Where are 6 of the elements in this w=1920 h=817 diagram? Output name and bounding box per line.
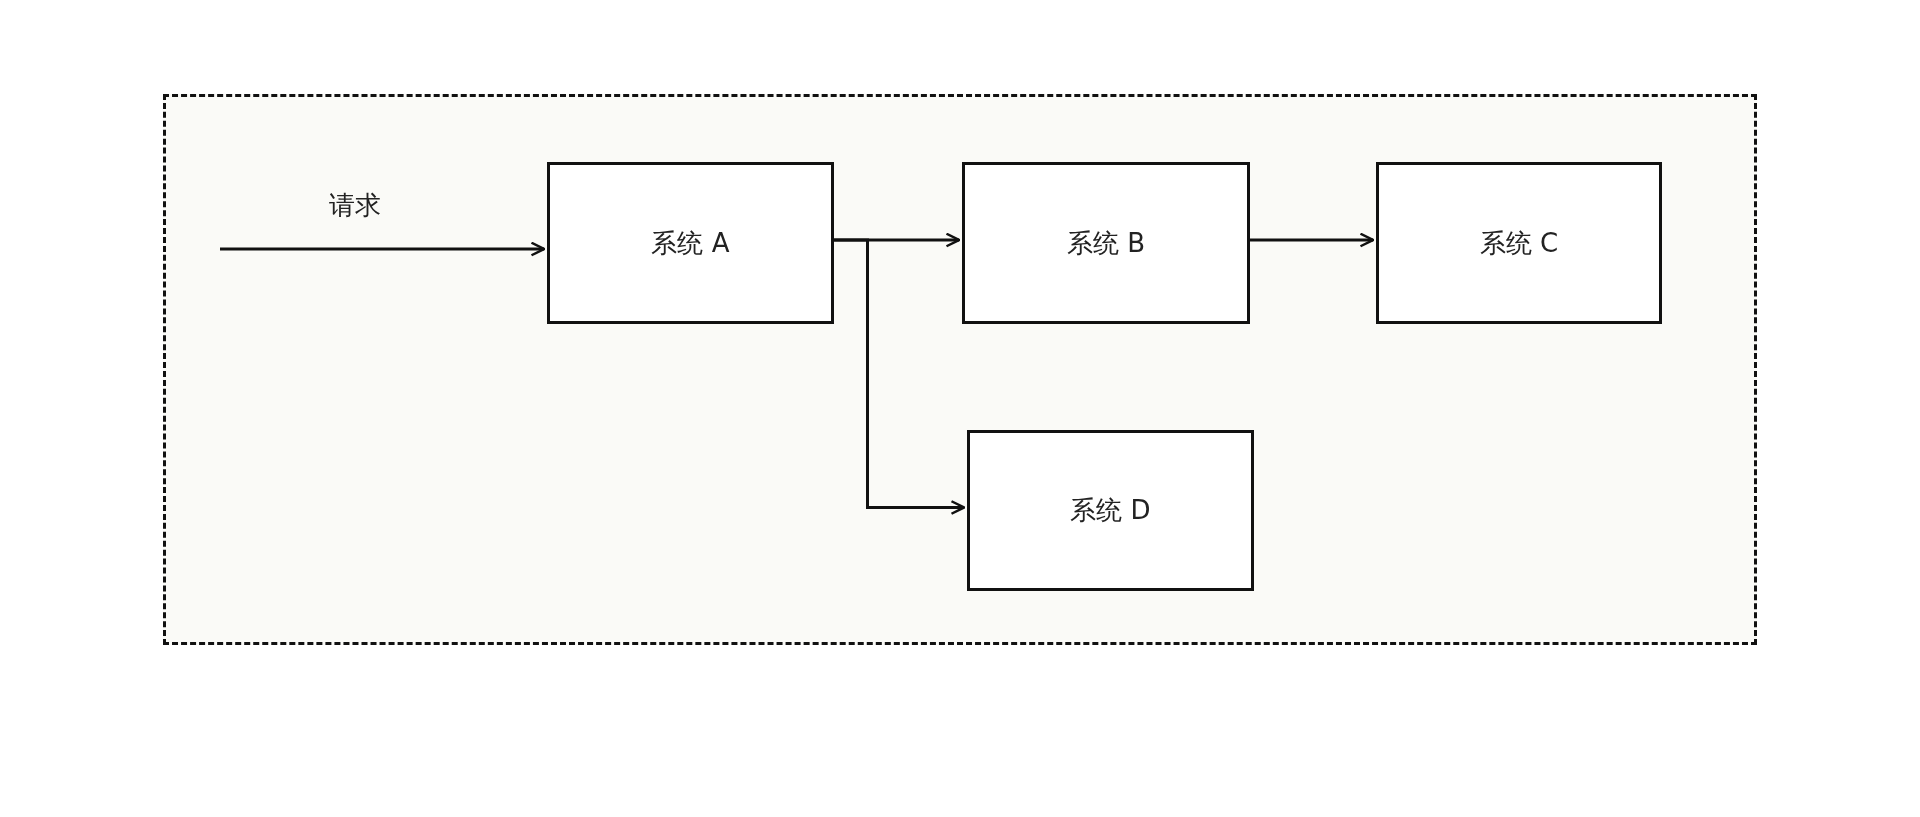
process-box: 系统 A [547,162,834,324]
process-box: 系统 D [967,430,1254,591]
process-box: 系统 C [1376,162,1662,324]
arrow [220,241,546,257]
process-box: 系统 B [962,162,1250,324]
group-frame [163,94,1757,645]
